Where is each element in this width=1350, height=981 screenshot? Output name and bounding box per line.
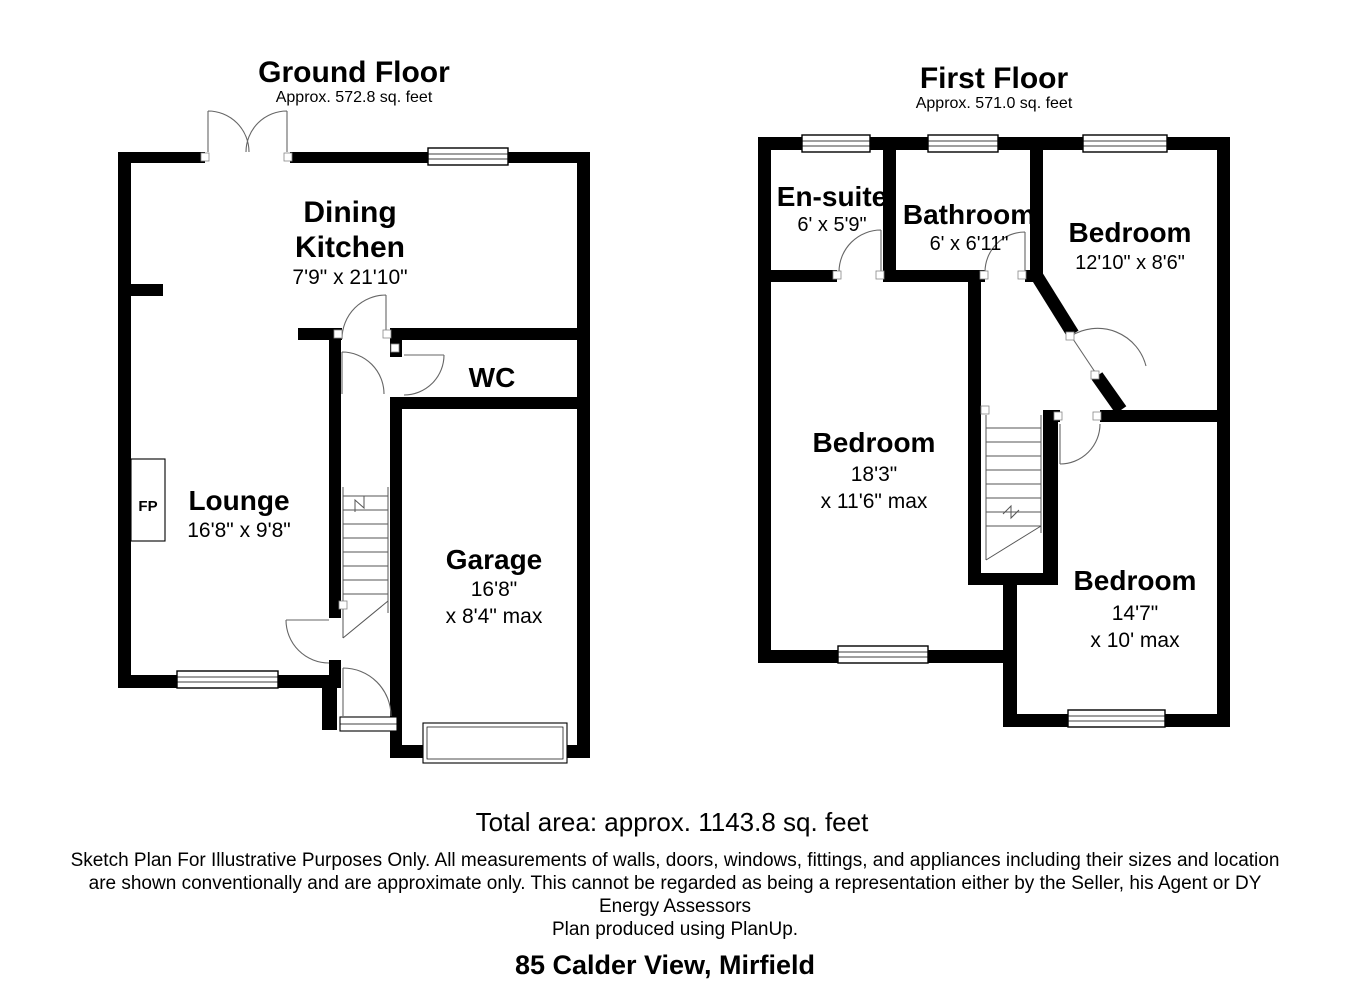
first-floor-jambs — [832, 270, 1102, 421]
bedroom-rear-door — [1059, 423, 1101, 465]
ground-floor-windows — [176, 147, 509, 689]
window — [837, 645, 929, 664]
ensuite-label: En-suite — [777, 181, 887, 212]
first-floor-area: Approx. 571.0 sq. feet — [916, 95, 1073, 112]
ground-floor-area: Approx. 572.8 sq. feet — [276, 89, 433, 106]
disclaimer-line-1: Sketch Plan For Illustrative Purposes On… — [71, 850, 1280, 871]
ground-floor-labels: Dining Kitchen 7'9" x 21'10" WC Lounge 1… — [187, 196, 543, 628]
bedroom-front-door — [1070, 327, 1147, 379]
garage-dims-1: 16'8" — [471, 578, 518, 601]
first-floor-plan: First Floor Approx. 571.0 sq. feet — [758, 62, 1230, 728]
hall-door — [341, 351, 385, 395]
fireplace: FP — [130, 458, 166, 542]
first-floor-labels: En-suite 6' x 5'9" Bathroom 6' x 6'11" B… — [777, 181, 1197, 652]
bedroom-main-dims-1: 18'3" — [851, 463, 898, 486]
bathroom-door — [984, 231, 1026, 273]
garage-dims-2: x 8'4" max — [446, 605, 543, 628]
garage-label: Garage — [446, 544, 543, 575]
bedroom-main-dims-2: x 11'6" max — [821, 490, 928, 513]
window — [427, 147, 509, 166]
property-address: 85 Calder View, Mirfield — [515, 950, 815, 980]
window — [927, 134, 999, 153]
bedroom-rear-label: Bedroom — [1074, 565, 1197, 596]
disclaimer-line-2: are shown conventionally and are approxi… — [89, 873, 1262, 894]
total-area: Total area: approx. 1143.8 sq. feet — [476, 807, 869, 837]
wc-door — [403, 354, 445, 396]
bedroom-main-label: Bedroom — [813, 427, 936, 458]
double-door — [207, 110, 288, 153]
ensuite-door — [838, 229, 882, 273]
ground-floor-title: Ground Floor — [258, 56, 450, 89]
window — [1082, 134, 1168, 153]
bathroom-dims: 6' x 6'11" — [930, 233, 1009, 255]
lounge-label: Lounge — [188, 485, 289, 516]
wc-label: WC — [469, 362, 516, 393]
footer-text: Total area: approx. 1143.8 sq. feet Sket… — [71, 807, 1280, 980]
dining-kitchen-label-2: Kitchen — [295, 231, 405, 264]
ground-floor-doors — [207, 110, 445, 717]
lounge-dims: 16'8" x 9'8" — [187, 519, 291, 542]
ground-floor-plan: Ground Floor Approx. 572.8 sq. feet — [118, 56, 590, 764]
bathroom-label: Bathroom — [903, 199, 1035, 230]
kitchen-door — [341, 294, 387, 340]
window — [801, 134, 871, 153]
disclaimer-line-3: Energy Assessors — [599, 896, 751, 917]
dining-kitchen-label-1: Dining — [303, 196, 396, 229]
first-floor-windows — [801, 134, 1168, 728]
front-door — [342, 667, 392, 717]
first-floor-walls — [758, 137, 1230, 727]
ground-floor-jambs — [200, 152, 400, 353]
bedroom-rear-dims-1: 14'7" — [1112, 602, 1159, 625]
bedroom-front-dims: 12'10" x 8'6" — [1075, 252, 1185, 274]
ground-floor-stairs — [338, 487, 389, 639]
bedroom-front-label: Bedroom — [1069, 217, 1192, 248]
front-door-sill — [339, 716, 398, 732]
window — [176, 670, 279, 689]
lounge-door — [285, 619, 330, 664]
disclaimer-line-4: Plan produced using PlanUp. — [552, 919, 798, 940]
first-floor-title: First Floor — [920, 62, 1069, 95]
first-floor-stairs — [980, 405, 1042, 561]
dining-kitchen-dims: 7'9" x 21'10" — [292, 266, 407, 289]
ensuite-dims: 6' x 5'9" — [797, 214, 866, 236]
garage-door — [422, 722, 568, 764]
bedroom-rear-dims-2: x 10' max — [1090, 629, 1180, 652]
fireplace-label: FP — [138, 498, 157, 515]
window — [1067, 709, 1166, 728]
